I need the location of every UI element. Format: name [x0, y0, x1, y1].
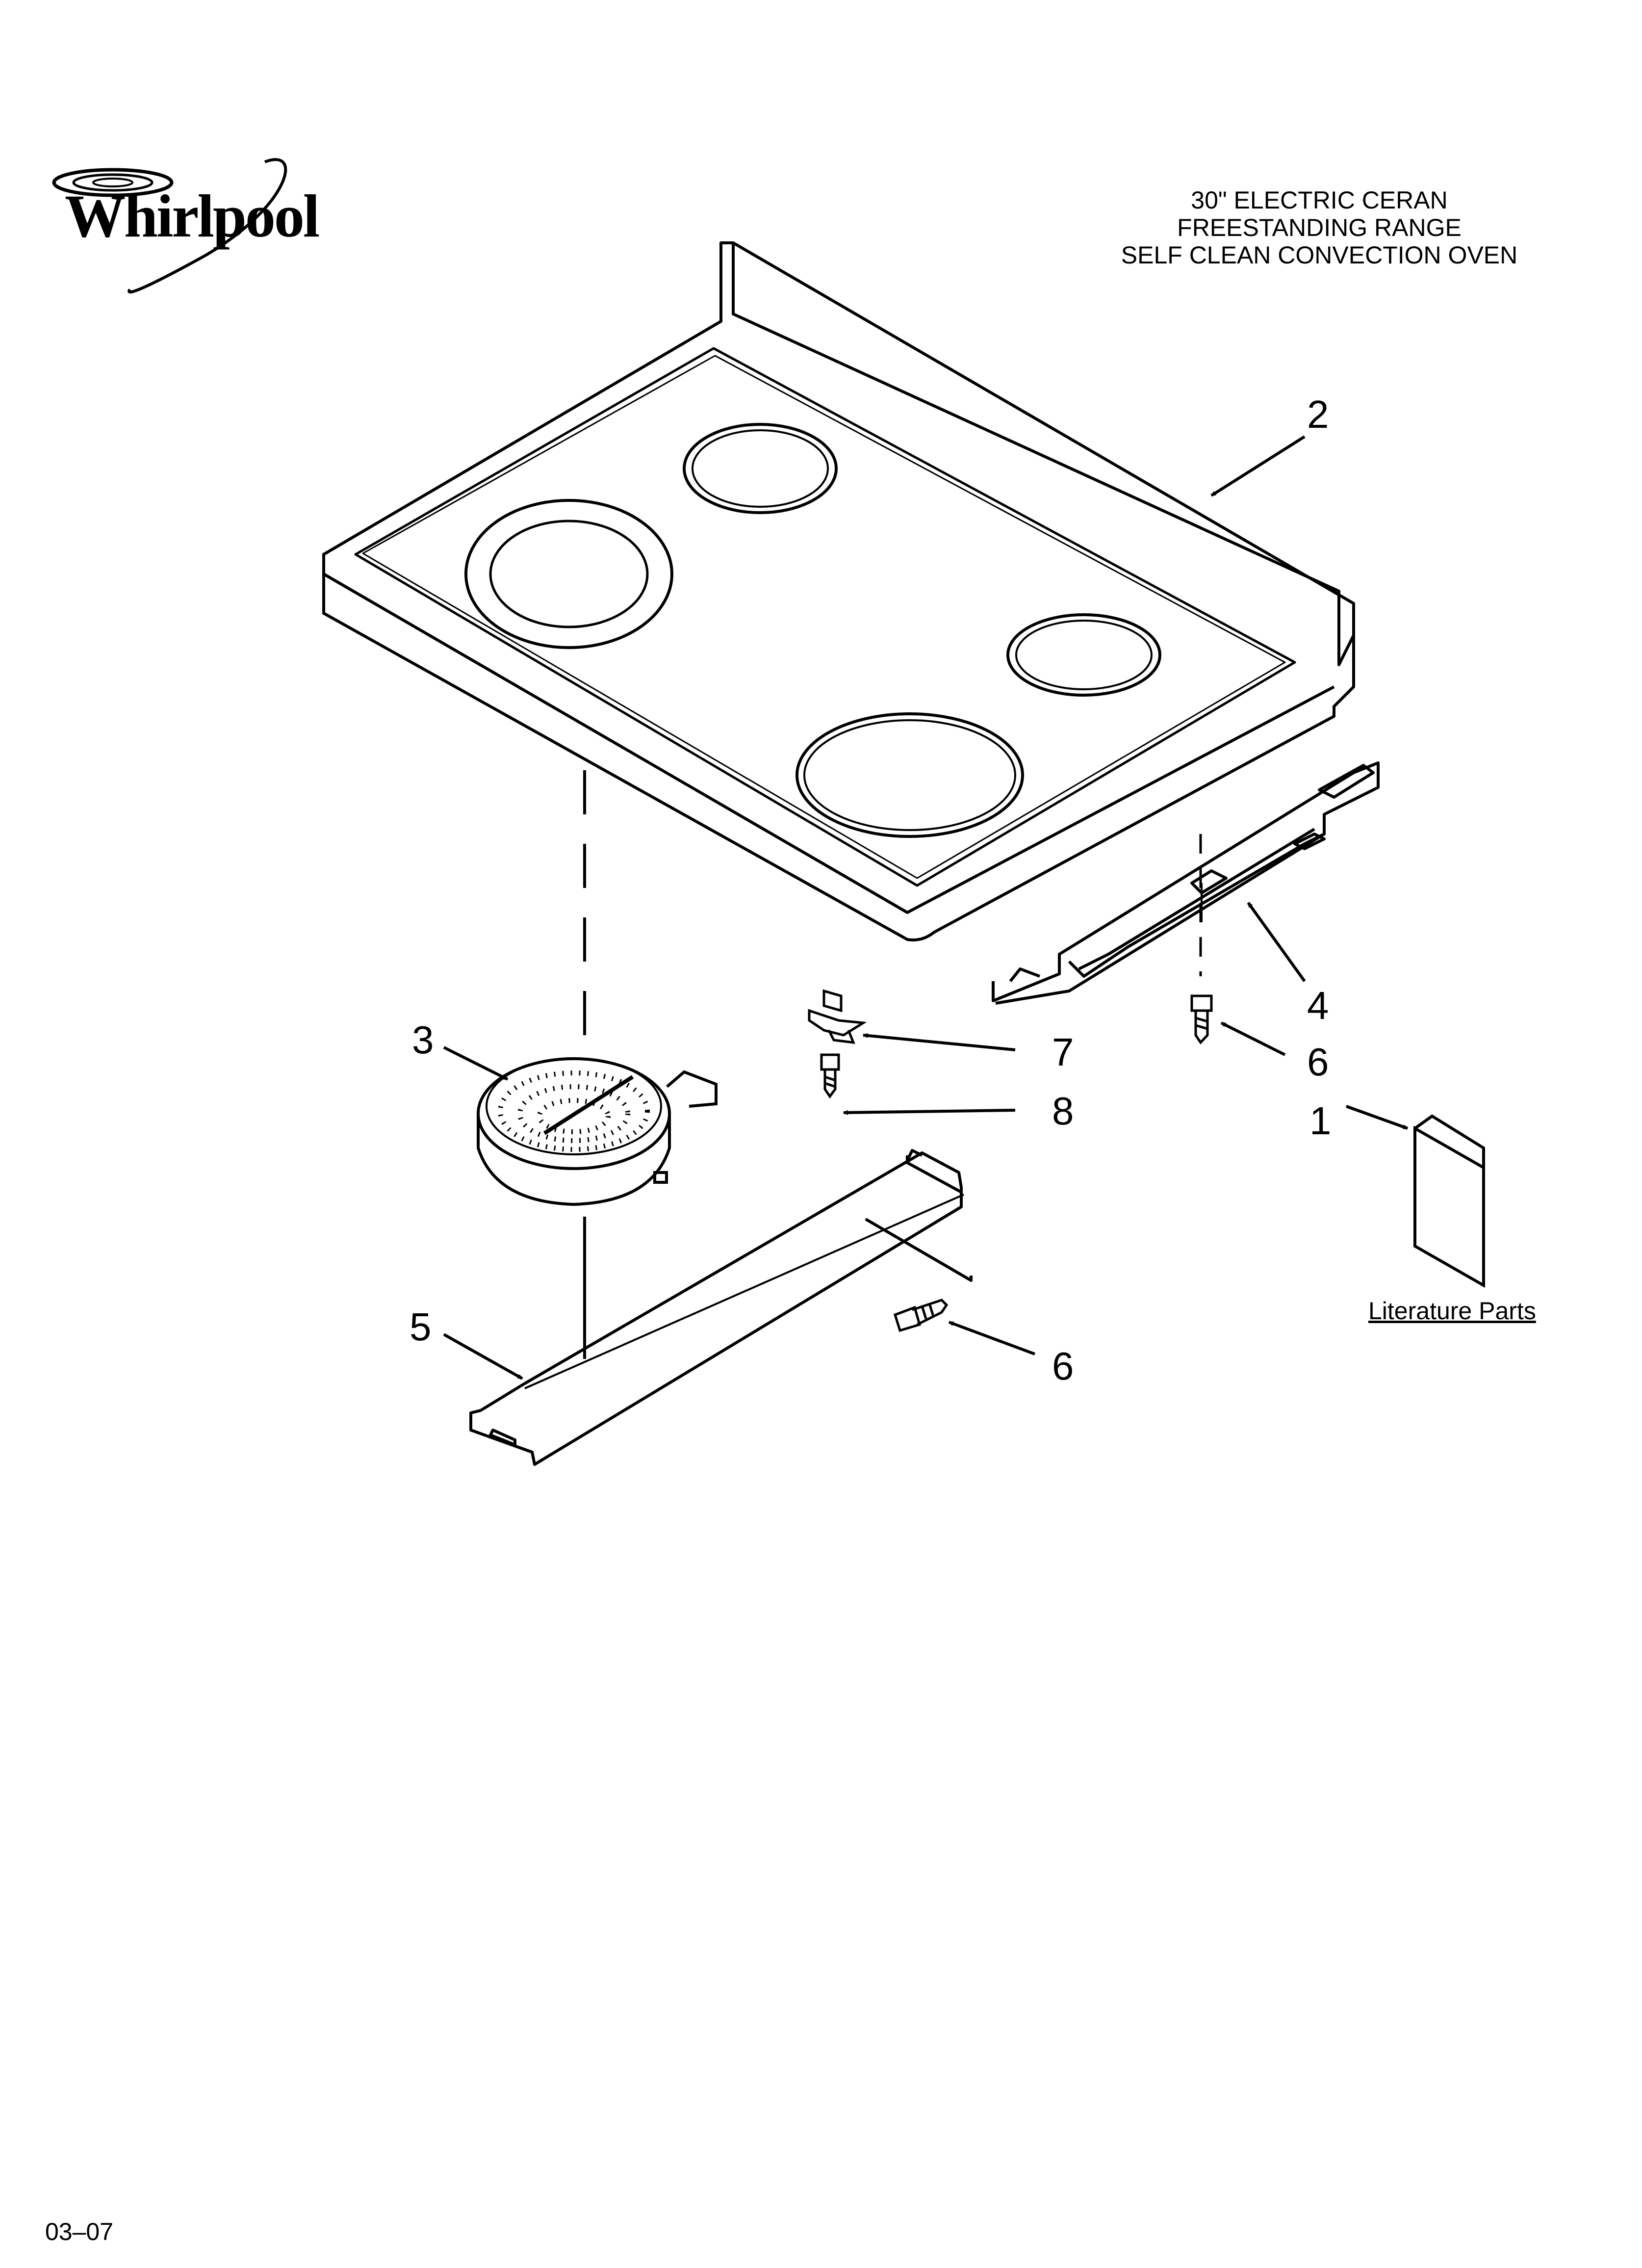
- burner-left-front: [464, 499, 673, 649]
- title-line-2: FREESTANDING RANGE: [1177, 214, 1462, 241]
- literature-box: [1413, 1114, 1485, 1288]
- radiant-element: [477, 1057, 718, 1206]
- burner-right-front: [795, 712, 1024, 838]
- callout-clip: 7: [1052, 1030, 1074, 1074]
- callout-literature: 1: [1309, 1099, 1332, 1143]
- callout-front-bracket: 5: [410, 1305, 432, 1349]
- title-line-3: SELF CLEAN CONVECTION OVEN: [1121, 241, 1518, 269]
- callout-rear-bracket-screw: 6: [1307, 1040, 1329, 1084]
- literature-parts-label: Literature Parts: [1368, 1297, 1536, 1325]
- whirlpool-logo-swirl: [52, 158, 287, 294]
- front-bracket-screw: [893, 1299, 949, 1332]
- callout-front-bracket-screw: 6: [1052, 1344, 1074, 1388]
- clip: [808, 989, 867, 1044]
- diagram-title: 30" ELECTRIC CERAN FREESTANDING RANGE SE…: [1050, 186, 1589, 269]
- callout-radiant-element: 3: [412, 1018, 434, 1062]
- callout-rear-bracket: 4: [1307, 984, 1329, 1027]
- burner-right-rear: [1006, 613, 1161, 697]
- burner-rings: [464, 423, 1161, 838]
- callout-cooktop: 2: [1307, 392, 1329, 436]
- title-line-1: 30" ELECTRIC CERAN: [1191, 186, 1448, 214]
- rear-bracket-screw: [1190, 994, 1213, 1045]
- front-bracket: [469, 1149, 973, 1466]
- burner-left-rear: [683, 423, 838, 514]
- leader-arrows: [443, 435, 1409, 1380]
- clip-screw: [820, 1053, 840, 1099]
- rear-bracket: [992, 761, 1380, 1005]
- callout-clip-screw: 8: [1052, 1089, 1074, 1133]
- footer-code: 03–07: [45, 2218, 114, 2245]
- cooktop: [322, 241, 1355, 941]
- whirlpool-logo-text: Whirlpool: [65, 182, 320, 250]
